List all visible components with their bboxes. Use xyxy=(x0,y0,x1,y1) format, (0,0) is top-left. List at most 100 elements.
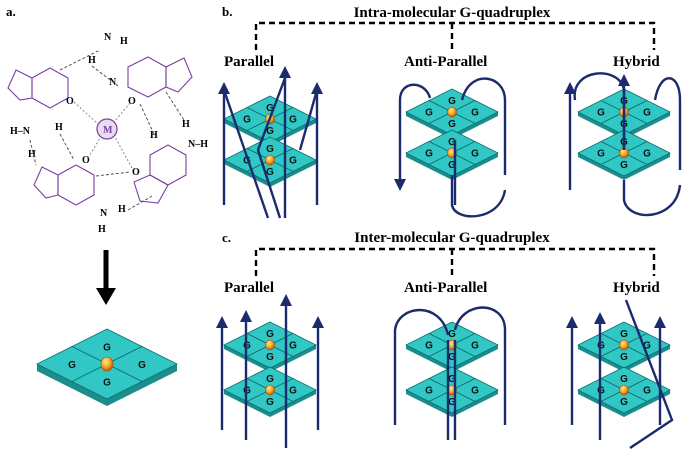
panel-c-label-parallel: Parallel xyxy=(224,280,274,296)
guanine-letter: G xyxy=(643,108,651,119)
h-top-2: H xyxy=(88,55,96,66)
panel-c-label-hybrid: Hybrid xyxy=(613,280,660,296)
guanine-letter: G xyxy=(243,115,251,126)
guanine-letter: G xyxy=(266,352,274,363)
c-anti-loop-1 xyxy=(393,308,450,425)
metal-ion xyxy=(265,384,275,396)
guanine-letter: G xyxy=(643,341,651,352)
guanine-letter: G xyxy=(266,374,274,385)
guanine-letter: G xyxy=(425,149,433,160)
n-top: N xyxy=(104,32,112,43)
guanine-letter: G xyxy=(448,374,456,385)
guanine-letter: G xyxy=(471,386,479,397)
guanine-tile xyxy=(71,363,143,400)
coord-2 xyxy=(113,102,131,123)
h-bottom: H xyxy=(118,204,126,215)
guanine-letter: G xyxy=(620,329,628,340)
panel-b-label-parallel: Parallel xyxy=(224,54,274,70)
guanine-letter: G xyxy=(289,115,297,126)
panel-b-title: Intra-molecular G-quadruplex xyxy=(354,5,551,21)
panel-c-label: c. xyxy=(222,230,231,245)
guanine-letter: G xyxy=(266,126,274,137)
guanine-ring-2 xyxy=(31,67,69,109)
guanine-letter: G xyxy=(643,386,651,397)
guanine-ring-3b xyxy=(33,166,59,199)
b-par-loop-3 xyxy=(298,89,319,151)
coord-3 xyxy=(87,137,101,159)
b-hyb-loop-2 xyxy=(653,77,682,170)
guanine-letter: G xyxy=(620,352,628,363)
guanine-letter: G xyxy=(448,397,456,408)
metal-ion xyxy=(265,339,275,351)
h-right-2: H xyxy=(150,130,158,141)
panel-c-title: Inter-molecular G-quadruplex xyxy=(354,230,550,246)
down-arrow xyxy=(96,250,116,305)
metal-ion xyxy=(619,339,629,351)
oxygen-4: O xyxy=(132,167,140,178)
h-bond-5 xyxy=(29,139,37,166)
metal-ion xyxy=(265,154,275,166)
guanine-tile xyxy=(600,389,648,414)
b-hyb-loop-3 xyxy=(622,180,682,217)
guanine-letter: G xyxy=(448,137,456,148)
guanine-tile xyxy=(600,152,648,177)
h-left-2: H xyxy=(28,149,36,160)
h-left: H xyxy=(55,122,63,133)
oxygen-3: O xyxy=(82,155,90,166)
guanine-ring-2b xyxy=(7,69,33,101)
metal-ion xyxy=(447,106,457,118)
guanine-letter: G xyxy=(448,329,456,340)
panel-b-label-hybrid: Hybrid xyxy=(613,54,660,70)
guanine-ring-3 xyxy=(57,164,95,206)
guanine-letter: G xyxy=(266,329,274,340)
coord-4 xyxy=(114,136,133,169)
guanine-letter: G xyxy=(471,149,479,160)
guanine-letter: G xyxy=(448,96,456,107)
b-anti-loop-2 xyxy=(460,77,507,175)
h-bond-1 xyxy=(59,49,101,71)
guanine-letter: G xyxy=(243,156,251,167)
oxygen-1: O xyxy=(66,96,74,107)
h-top-1: H xyxy=(120,36,128,47)
guanine-letter: G xyxy=(138,360,146,371)
guanine-letter: G xyxy=(448,352,456,363)
guanine-letter: G xyxy=(68,360,76,371)
guanine-ring-1 xyxy=(127,56,167,98)
panel-c-bracket xyxy=(254,247,656,276)
g-quartet-tile-group: G G G G xyxy=(36,328,178,406)
guanine-ring-4b xyxy=(133,174,169,204)
h-bond-3 xyxy=(165,91,185,121)
guanine-letter: G xyxy=(448,160,456,171)
guanine-letter: G xyxy=(103,343,111,354)
guanine-letter: G xyxy=(597,149,605,160)
guanine-letter: G xyxy=(471,341,479,352)
g-quartet-chemical-structure: M O O O O N H H N H–N H H H N–H H N H H xyxy=(7,32,208,235)
guanine-letter: G xyxy=(597,108,605,119)
guanine-letter: G xyxy=(425,341,433,352)
b-anti-loop-3 xyxy=(450,175,507,218)
c-anti-loop-2 xyxy=(453,306,507,425)
nh-right: N–H xyxy=(188,139,208,150)
oxygen-2: O xyxy=(128,96,136,107)
b-anti-loop-1 xyxy=(394,83,432,191)
guanine-letter: G xyxy=(266,397,274,408)
guanine-letter: G xyxy=(103,378,111,389)
guanine-letter: G xyxy=(620,160,628,171)
panel-b-bracket xyxy=(254,21,656,50)
c-hyb-cross xyxy=(624,299,674,449)
metal-ion-label: M xyxy=(103,125,113,136)
guanine-letter: G xyxy=(289,341,297,352)
guanine-ring-4 xyxy=(149,144,187,186)
h-right: H xyxy=(182,119,190,130)
guanine-letter: G xyxy=(471,108,479,119)
guanine-letter: G xyxy=(425,386,433,397)
guanine-letter: G xyxy=(620,374,628,385)
guanine-letter: G xyxy=(266,144,274,155)
guanine-letter: G xyxy=(643,149,651,160)
